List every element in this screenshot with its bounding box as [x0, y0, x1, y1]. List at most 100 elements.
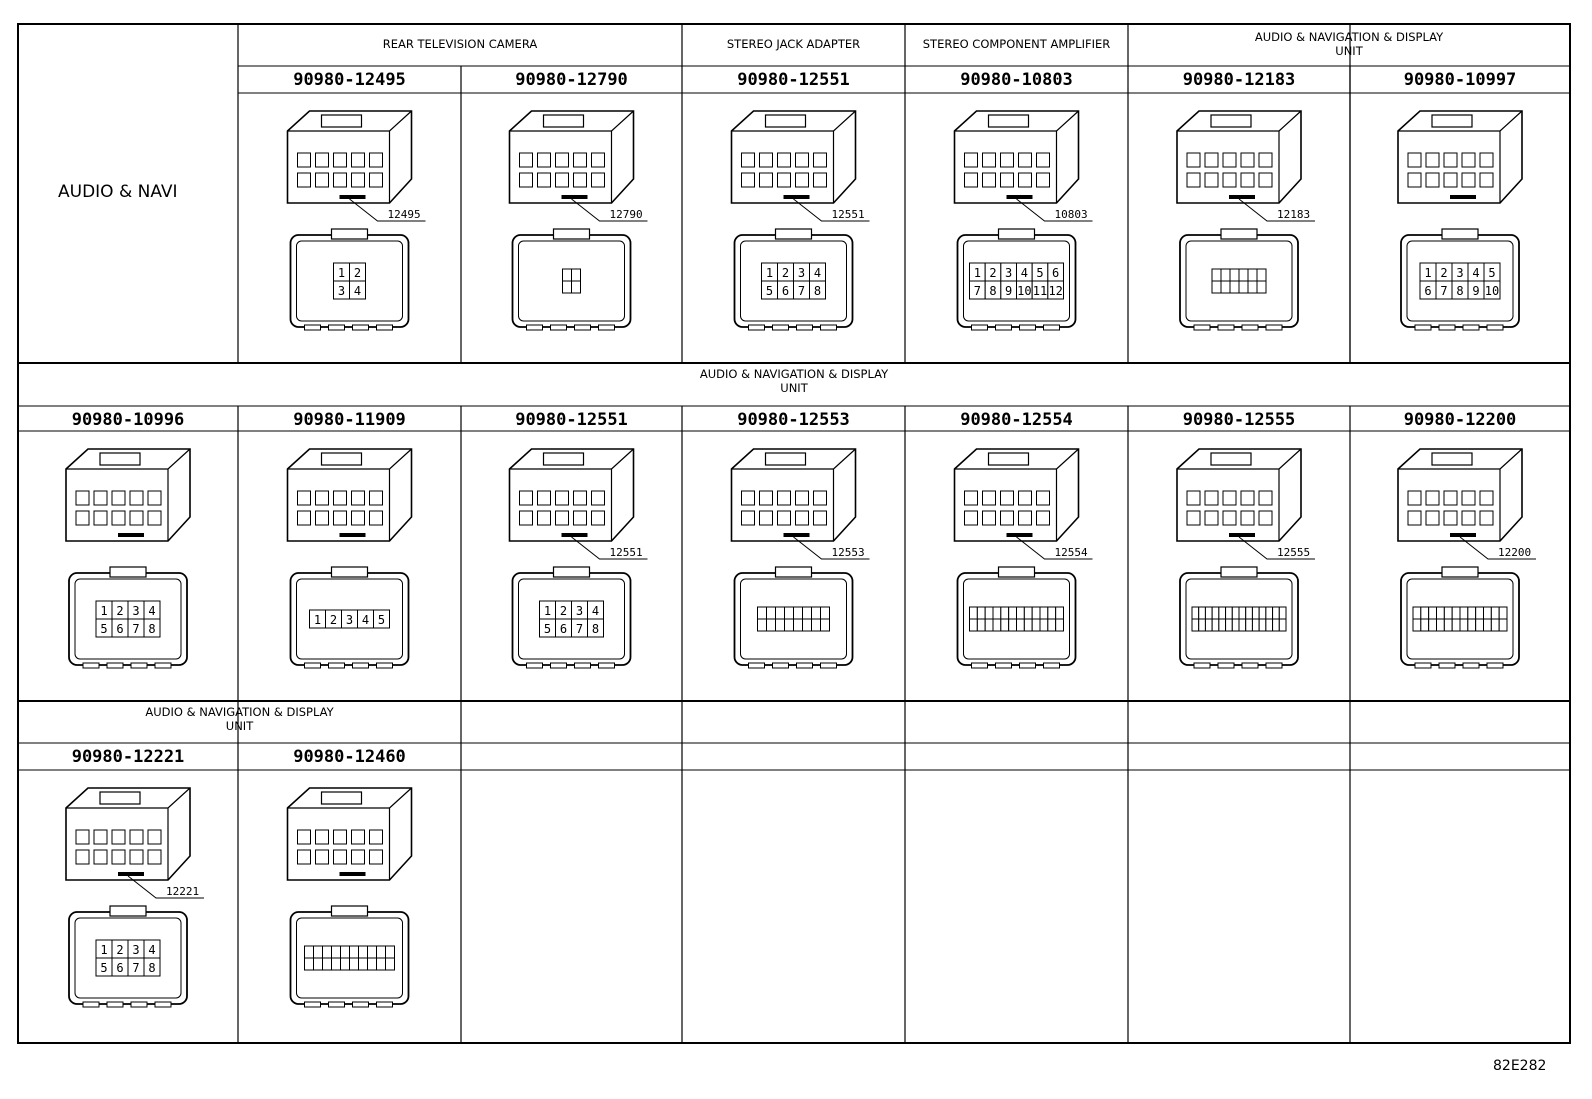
pin-cell [143, 957, 161, 977]
part-number-90980-12554: 90980-12554 [960, 410, 1073, 430]
cavity [1222, 510, 1237, 526]
cavity [333, 510, 347, 526]
latch-rib [130, 662, 148, 669]
latch-rib [1414, 324, 1432, 331]
cavity [1258, 172, 1273, 188]
cavity [1258, 490, 1273, 506]
cavity [759, 510, 773, 526]
pin-number: 2 [989, 266, 996, 280]
pin-cell [1211, 618, 1220, 632]
pin-cell [349, 280, 366, 300]
cavity [315, 490, 329, 506]
cavity [1240, 172, 1255, 188]
pin-cell [969, 618, 978, 632]
pin-cell [1238, 618, 1247, 632]
latch-rib [154, 1001, 172, 1008]
pin-number: 8 [148, 961, 155, 975]
pin-number: 3 [338, 284, 345, 298]
cavity [982, 490, 996, 506]
housing-edge [509, 110, 634, 203]
cavity [351, 490, 365, 506]
housing-edge [1398, 448, 1523, 541]
pin-cell [1238, 280, 1249, 294]
cavity [1186, 490, 1201, 506]
pin-cell [1211, 606, 1220, 620]
cavity [741, 510, 755, 526]
pin-number: 8 [989, 284, 996, 298]
cavity [75, 510, 90, 526]
part-number-90980-10996: 90980-10996 [71, 410, 185, 430]
latch-rib [1217, 324, 1235, 331]
cavity [1204, 510, 1219, 526]
latch-rib [1193, 662, 1211, 669]
pin-number: 4 [592, 604, 599, 618]
front-lock [330, 566, 369, 578]
pin-cell [143, 618, 161, 638]
cavity [537, 172, 551, 188]
latch-rib [1438, 324, 1456, 331]
part-number-90980-12221: 90980-12221 [71, 747, 185, 767]
pin-cell [376, 945, 386, 959]
cavity [369, 152, 383, 168]
cavity [297, 849, 311, 865]
cavity [1222, 490, 1237, 506]
pin-number: 4 [1472, 266, 1479, 280]
pin-cell [1459, 618, 1469, 632]
pin-cell [1211, 280, 1222, 294]
latch-rib [106, 662, 124, 669]
cavity [1407, 172, 1422, 188]
pin-cell [1231, 618, 1240, 632]
locking-tab [320, 791, 363, 805]
front-inner-frame [518, 578, 625, 660]
cavity [111, 490, 126, 506]
latch-rib [796, 662, 813, 669]
pin-number: 4 [362, 613, 369, 627]
pin-cell [1459, 606, 1469, 620]
cavity [315, 510, 329, 526]
latch-rib [304, 324, 321, 331]
cavity [591, 510, 605, 526]
cavity [519, 172, 533, 188]
latch-rib [526, 662, 543, 669]
cavity [147, 829, 162, 845]
latch-rib [598, 662, 615, 669]
pin-cell [1412, 618, 1422, 632]
pin-cell [1412, 606, 1422, 620]
cavity [537, 152, 551, 168]
cavity [1000, 152, 1014, 168]
pin-cell [1428, 618, 1437, 632]
pin-number: 2 [116, 604, 123, 618]
cavity [369, 490, 383, 506]
pin-cell [1272, 606, 1280, 620]
pin-number: 7 [576, 622, 583, 636]
pin-number: 4 [148, 943, 155, 957]
pin-cell [1475, 606, 1484, 620]
pin-number: 6 [1052, 266, 1059, 280]
part-number-90980-10997: 90980-10997 [1403, 70, 1517, 90]
cavity [369, 172, 383, 188]
latch-rib [1043, 324, 1060, 331]
pin-cell [331, 957, 341, 971]
pin-cell [1443, 606, 1453, 620]
cavity [1018, 172, 1032, 188]
pin-number: 3 [798, 266, 805, 280]
latch-rib [1486, 662, 1504, 669]
pin-cell [1258, 618, 1267, 632]
housing-edge [287, 787, 412, 880]
cavity [1407, 510, 1422, 526]
callout-leader [127, 875, 204, 899]
latch-rib [328, 324, 345, 331]
cavity [333, 172, 347, 188]
pin-cell [1247, 268, 1258, 282]
pin-cell [1451, 618, 1461, 632]
cavity [111, 510, 126, 526]
pin-cell [992, 618, 1002, 632]
callout-leader [1459, 536, 1536, 560]
part-number-90980-12200: 90980-12200 [1403, 410, 1517, 430]
locking-tab [99, 452, 141, 466]
pin-cell [1055, 618, 1064, 632]
pin-number: 6 [116, 622, 123, 636]
